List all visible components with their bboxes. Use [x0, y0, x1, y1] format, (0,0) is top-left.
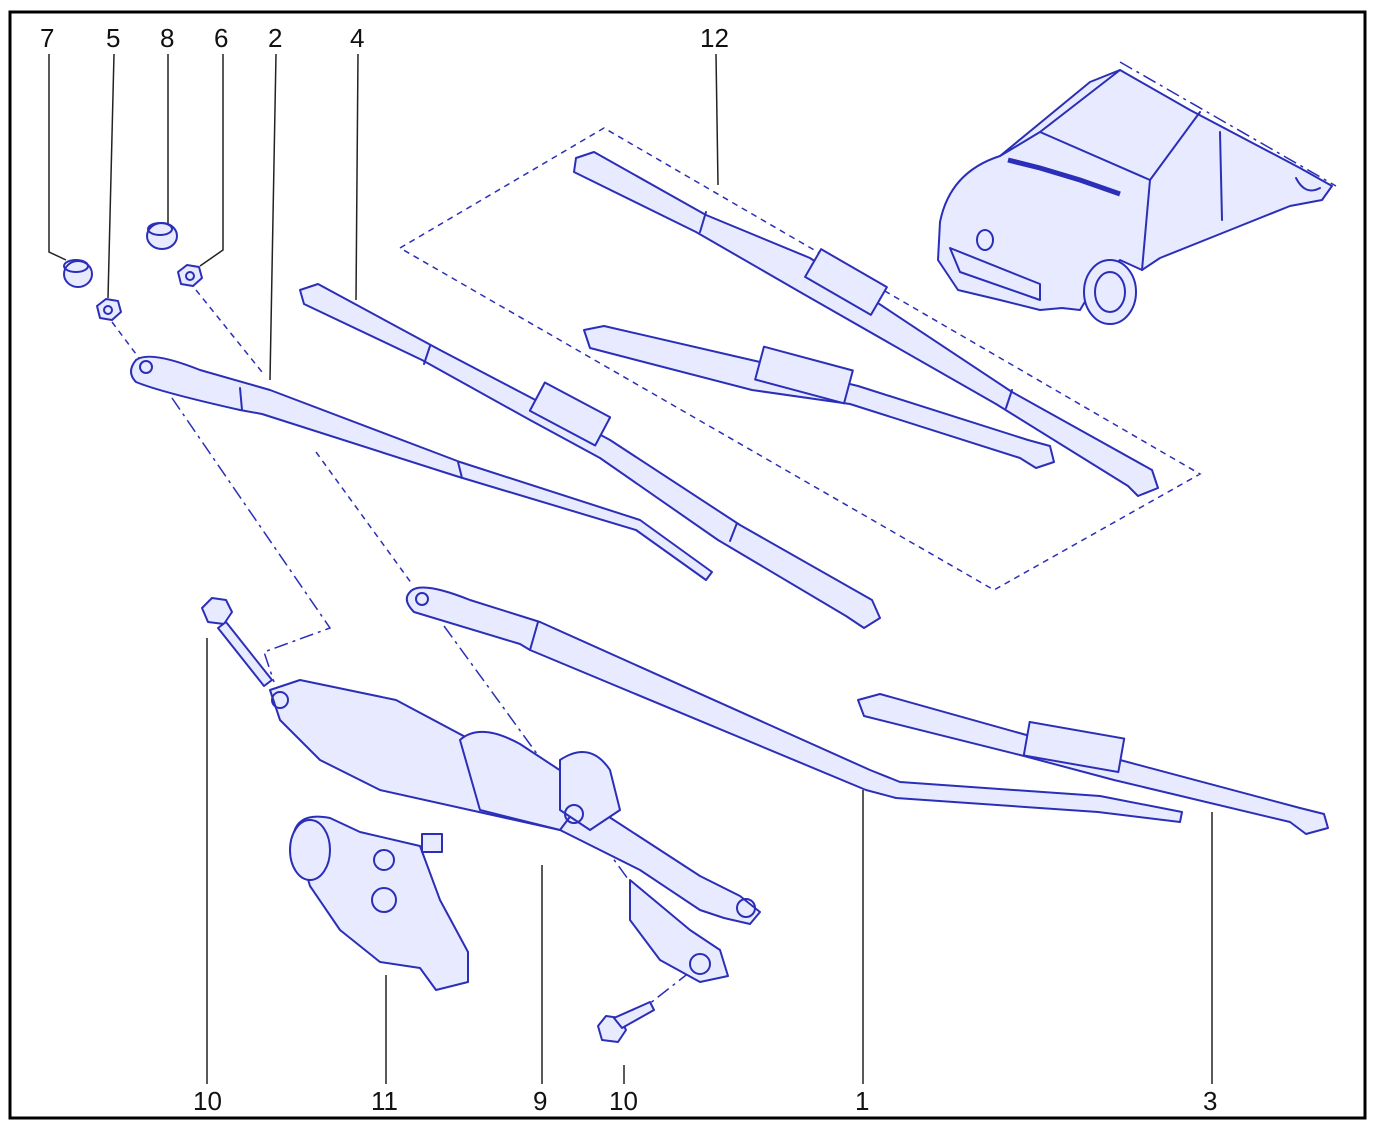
callout-5: 5: [106, 23, 120, 53]
callout-12: 12: [700, 23, 729, 53]
wiper-blade-4: [299, 283, 881, 629]
wiper-motor-11: [289, 815, 469, 991]
wiper-arm-1: [405, 586, 1183, 823]
callout-1: 1: [855, 1086, 869, 1116]
bolt-10-lower: [597, 1001, 655, 1043]
callout-9: 9: [533, 1086, 547, 1116]
callout-11: 11: [371, 1086, 398, 1116]
callout-10-right: 10: [609, 1086, 638, 1116]
kit-12-outline: [398, 127, 1202, 591]
callout-2: 2: [268, 23, 282, 53]
nut-5: [96, 298, 122, 321]
cap-7: [63, 259, 93, 288]
callout-10-left: 10: [193, 1086, 222, 1116]
wiper-blade-3: [857, 693, 1329, 835]
wiper-linkage-9: [269, 679, 761, 983]
callout-3: 3: [1203, 1086, 1217, 1116]
callout-7: 7: [40, 23, 54, 53]
bolt-10-upper: [201, 597, 273, 687]
leader-lines: [48, 53, 1213, 1084]
car-illustration: [937, 61, 1337, 325]
callout-8: 8: [160, 23, 174, 53]
wiper-blade-12-short: [583, 325, 1055, 469]
wiper-arm-2: [130, 355, 713, 581]
cap-8: [146, 222, 178, 250]
callout-6: 6: [214, 23, 228, 53]
nut-6: [177, 264, 203, 287]
callout-4: 4: [350, 23, 364, 53]
wiper-blade-12-long: [573, 151, 1159, 497]
